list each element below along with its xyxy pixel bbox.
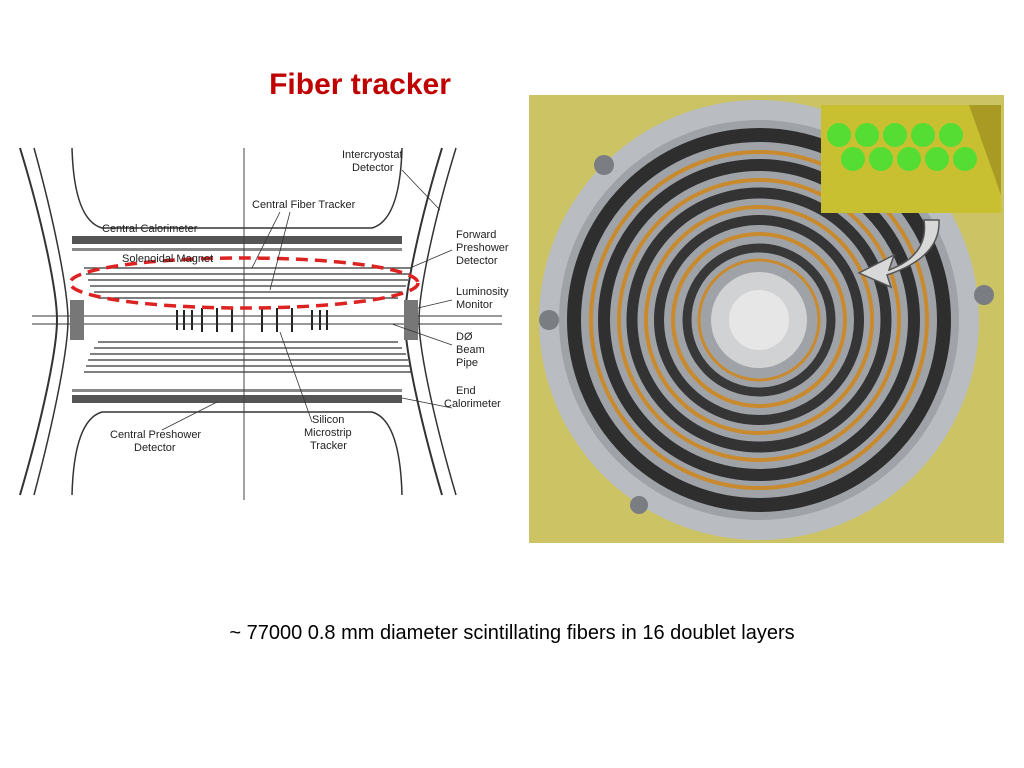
label-luminosity-2: Monitor [456, 299, 493, 311]
fiber-layers-top [84, 267, 412, 299]
label-forward-preshower-2: Preshower [456, 242, 509, 254]
label-forward-preshower-3: Detector [456, 255, 498, 267]
central-calorimeter-bottom [71, 411, 403, 496]
label-central-calorimeter: Central Calorimeter [102, 223, 198, 235]
detector-diagram: Intercryostat Detector Central Fiber Tra… [12, 140, 522, 502]
label-silicon-3: Tracker [310, 440, 347, 452]
label-solenoidal-magnet: Solenoidal Magnet [122, 253, 213, 265]
label-forward-preshower-1: Forward [456, 229, 496, 241]
label-d0-1: DØ [456, 331, 473, 343]
slide-caption: ~ 77000 0.8 mm diameter scintillating fi… [229, 622, 795, 644]
fiber-layers-bottom [84, 341, 412, 373]
label-intercryostat-1: Intercryostat [342, 149, 403, 161]
label-intercryostat-2: Detector [352, 162, 394, 174]
label-central-fiber-tracker: Central Fiber Tracker [252, 199, 356, 211]
label-end-cal-2: Calorimeter [444, 398, 501, 410]
beam-pipe [32, 315, 502, 325]
slide-title: Fiber tracker [269, 68, 451, 101]
silicon-tracker [176, 308, 328, 332]
central-calorimeter-top [71, 147, 403, 229]
label-central-preshower-1: Central Preshower [110, 429, 201, 441]
label-central-preshower-2: Detector [134, 442, 176, 454]
luminosity-monitor-right [404, 300, 418, 340]
curved-arrow [857, 219, 940, 289]
label-silicon-1: Silicon [312, 414, 344, 426]
left-cryostat-outline [19, 147, 59, 496]
label-luminosity-1: Luminosity [456, 286, 509, 298]
label-d0-2: Beam [456, 344, 485, 356]
fiber-tracker-highlight [68, 256, 420, 310]
label-silicon-2: Microstrip [304, 427, 352, 439]
fiber-tracker-photo [529, 95, 1004, 543]
fiber-rings [567, 128, 951, 512]
luminosity-monitor-left [70, 300, 84, 340]
label-end-cal-1: End [456, 385, 476, 397]
fiber-inset [821, 105, 1001, 213]
label-d0-3: Pipe [456, 357, 478, 369]
